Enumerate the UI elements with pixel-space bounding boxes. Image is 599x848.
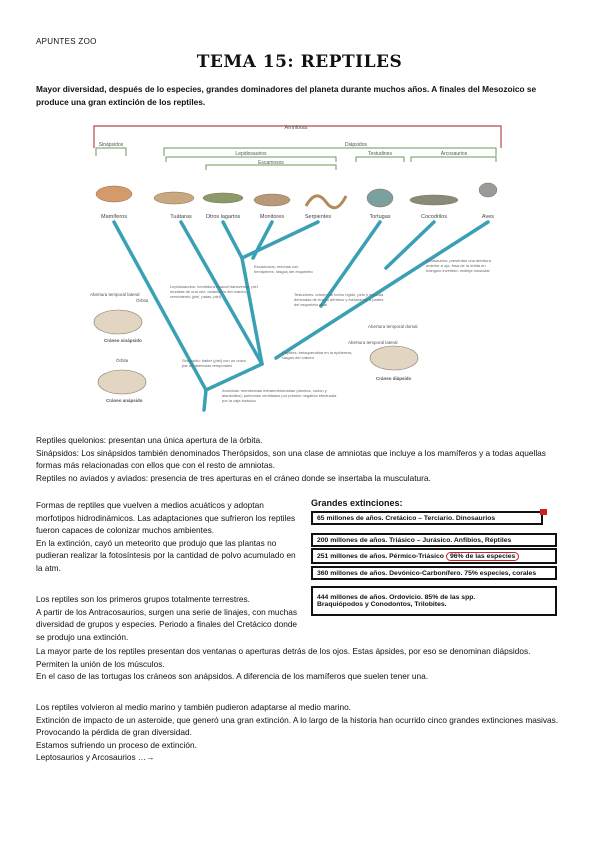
cladogram-branches <box>112 220 490 412</box>
group-label-diapsidos: Diápsidos <box>345 142 367 148</box>
left-column-b: Los reptiles son los primeros grupos tot… <box>36 593 298 643</box>
svg-text:Cráneo sinápsido: Cráneo sinápsido <box>104 338 142 343</box>
annotation: Sinápsido: batter (piel) con un único pa… <box>182 358 246 368</box>
svg-text:Abertura temporal dorsal: Abertura temporal dorsal <box>368 324 418 329</box>
taxon-label: Tuátaras <box>170 214 192 220</box>
group-label-escamosos: Escamosos <box>258 160 284 166</box>
paragraph: Los reptiles volvieron al medio marino y… <box>36 702 351 712</box>
red-marker <box>540 509 547 515</box>
text-block-3: Los reptiles volvieron al medio marino y… <box>36 701 561 764</box>
extinction-item: 200 millones de años. Triásico – Jurásic… <box>311 533 557 547</box>
extinction-item: 251 millones de años. Pérmico-Triásico 9… <box>311 548 557 564</box>
annotation: Testudines: cráneo de techo rígido, pelo… <box>294 292 384 307</box>
paragraph: En la extinción, cayó un meteorito que p… <box>36 537 296 573</box>
group-label-arcosaurios: Arcosaurios <box>441 151 468 157</box>
svg-text:Cráneo anápsido: Cráneo anápsido <box>106 398 143 403</box>
svg-text:Abertura temporal lateral: Abertura temporal lateral <box>90 292 140 297</box>
page-header: APUNTES ZOO <box>36 37 97 46</box>
animal-silhouettes <box>95 182 498 210</box>
paragraph: A partir de los Antracosaurios, surgen u… <box>36 606 298 642</box>
taxon-label: Aves <box>482 214 494 220</box>
group-label-lepidosaurios: Lepidosaurios <box>235 151 267 157</box>
svg-text:Órbita: Órbita <box>116 357 129 363</box>
taxon-label: Otros lagartos <box>206 214 241 220</box>
extinction-item: 444 millones de años. Ordovicio. 85% de … <box>311 586 557 616</box>
svg-text:Cráneo diápsido: Cráneo diápsido <box>376 376 412 381</box>
annotation: Arcosaurios: presentan una abertura ante… <box>426 258 491 273</box>
skull-sinapsido <box>93 309 143 335</box>
paragraph: Estamos sufriendo un proceso de extinció… <box>36 739 197 750</box>
paragraph: Extinción de impacto de un asteroide, qu… <box>36 714 559 738</box>
svg-text:Abertura temporal lateral: Abertura temporal lateral <box>348 340 398 345</box>
tree-top-label: Amniotas <box>285 125 308 131</box>
paragraph: Reptiles no aviados y aviados: presencia… <box>36 472 431 483</box>
extinction-item: 360 millones de años. Devónico-Carbonífe… <box>311 566 557 580</box>
text-block-1: Reptiles quelonios: presentan una única … <box>36 434 561 484</box>
paragraph: Sinápsidos: Los sinápsidos también denom… <box>36 447 546 471</box>
taxon-label: Monitores <box>260 214 284 220</box>
extinction-item: 65 millones de años. Cretácico – Terciar… <box>311 509 547 525</box>
page-title: TEMA 15: REPTILES <box>196 52 403 72</box>
extinctions-title: Grandes extinciones: <box>311 498 403 508</box>
paragraph: En el caso de las tortugas los cráneos s… <box>36 671 429 681</box>
svg-text:Órbita: Órbita <box>136 297 149 303</box>
annotation: Amniotas: membranas extraembrionarias (a… <box>222 388 337 403</box>
paragraph: Los reptiles son los primeros grupos tot… <box>36 594 250 604</box>
annotation: Escamosos: mechas con hemipenes, rasgos … <box>254 264 313 274</box>
taxon-label: Tortugas <box>369 214 390 220</box>
left-column-a: Formas de reptiles que vuelven a medios … <box>36 499 298 574</box>
annotation: Lepidosaurios: hendidura cloacal transve… <box>170 284 258 299</box>
skull-diapsido <box>369 345 419 371</box>
taxon-label: Serpientes <box>305 214 332 220</box>
taxon-label: Cocodrilos <box>421 214 447 220</box>
text-block-2: La mayor parte de los reptiles presentan… <box>36 645 561 683</box>
paragraph: Leptosaurios y Arcosaurios …→ <box>36 752 155 762</box>
skull-illustrations <box>93 309 419 395</box>
paragraph: Formas de reptiles que vuelven a medios … <box>36 500 296 535</box>
intro-paragraph: Mayor diversidad, después de lo especies… <box>36 84 537 107</box>
highlighted-percentage: 96% de las especies <box>445 551 520 561</box>
group-label-testudines: Testudines <box>368 151 392 157</box>
skull-anapsido <box>97 369 147 395</box>
group-label-sinapsidos: Sinápsidos <box>99 142 124 148</box>
paragraph: La mayor parte de los reptiles presentan… <box>36 646 531 669</box>
annotation: Reptiles: betaqueratina en la epidermis,… <box>282 350 353 360</box>
amniota-bracket <box>93 125 502 148</box>
phylogenetic-tree-figure: Amniotas Sinápsidos Diápsidos Lepidosaur… <box>90 125 502 412</box>
taxon-label: Mamíferos <box>101 214 127 220</box>
paragraph: Reptiles quelonios: presentan una única … <box>36 435 263 445</box>
